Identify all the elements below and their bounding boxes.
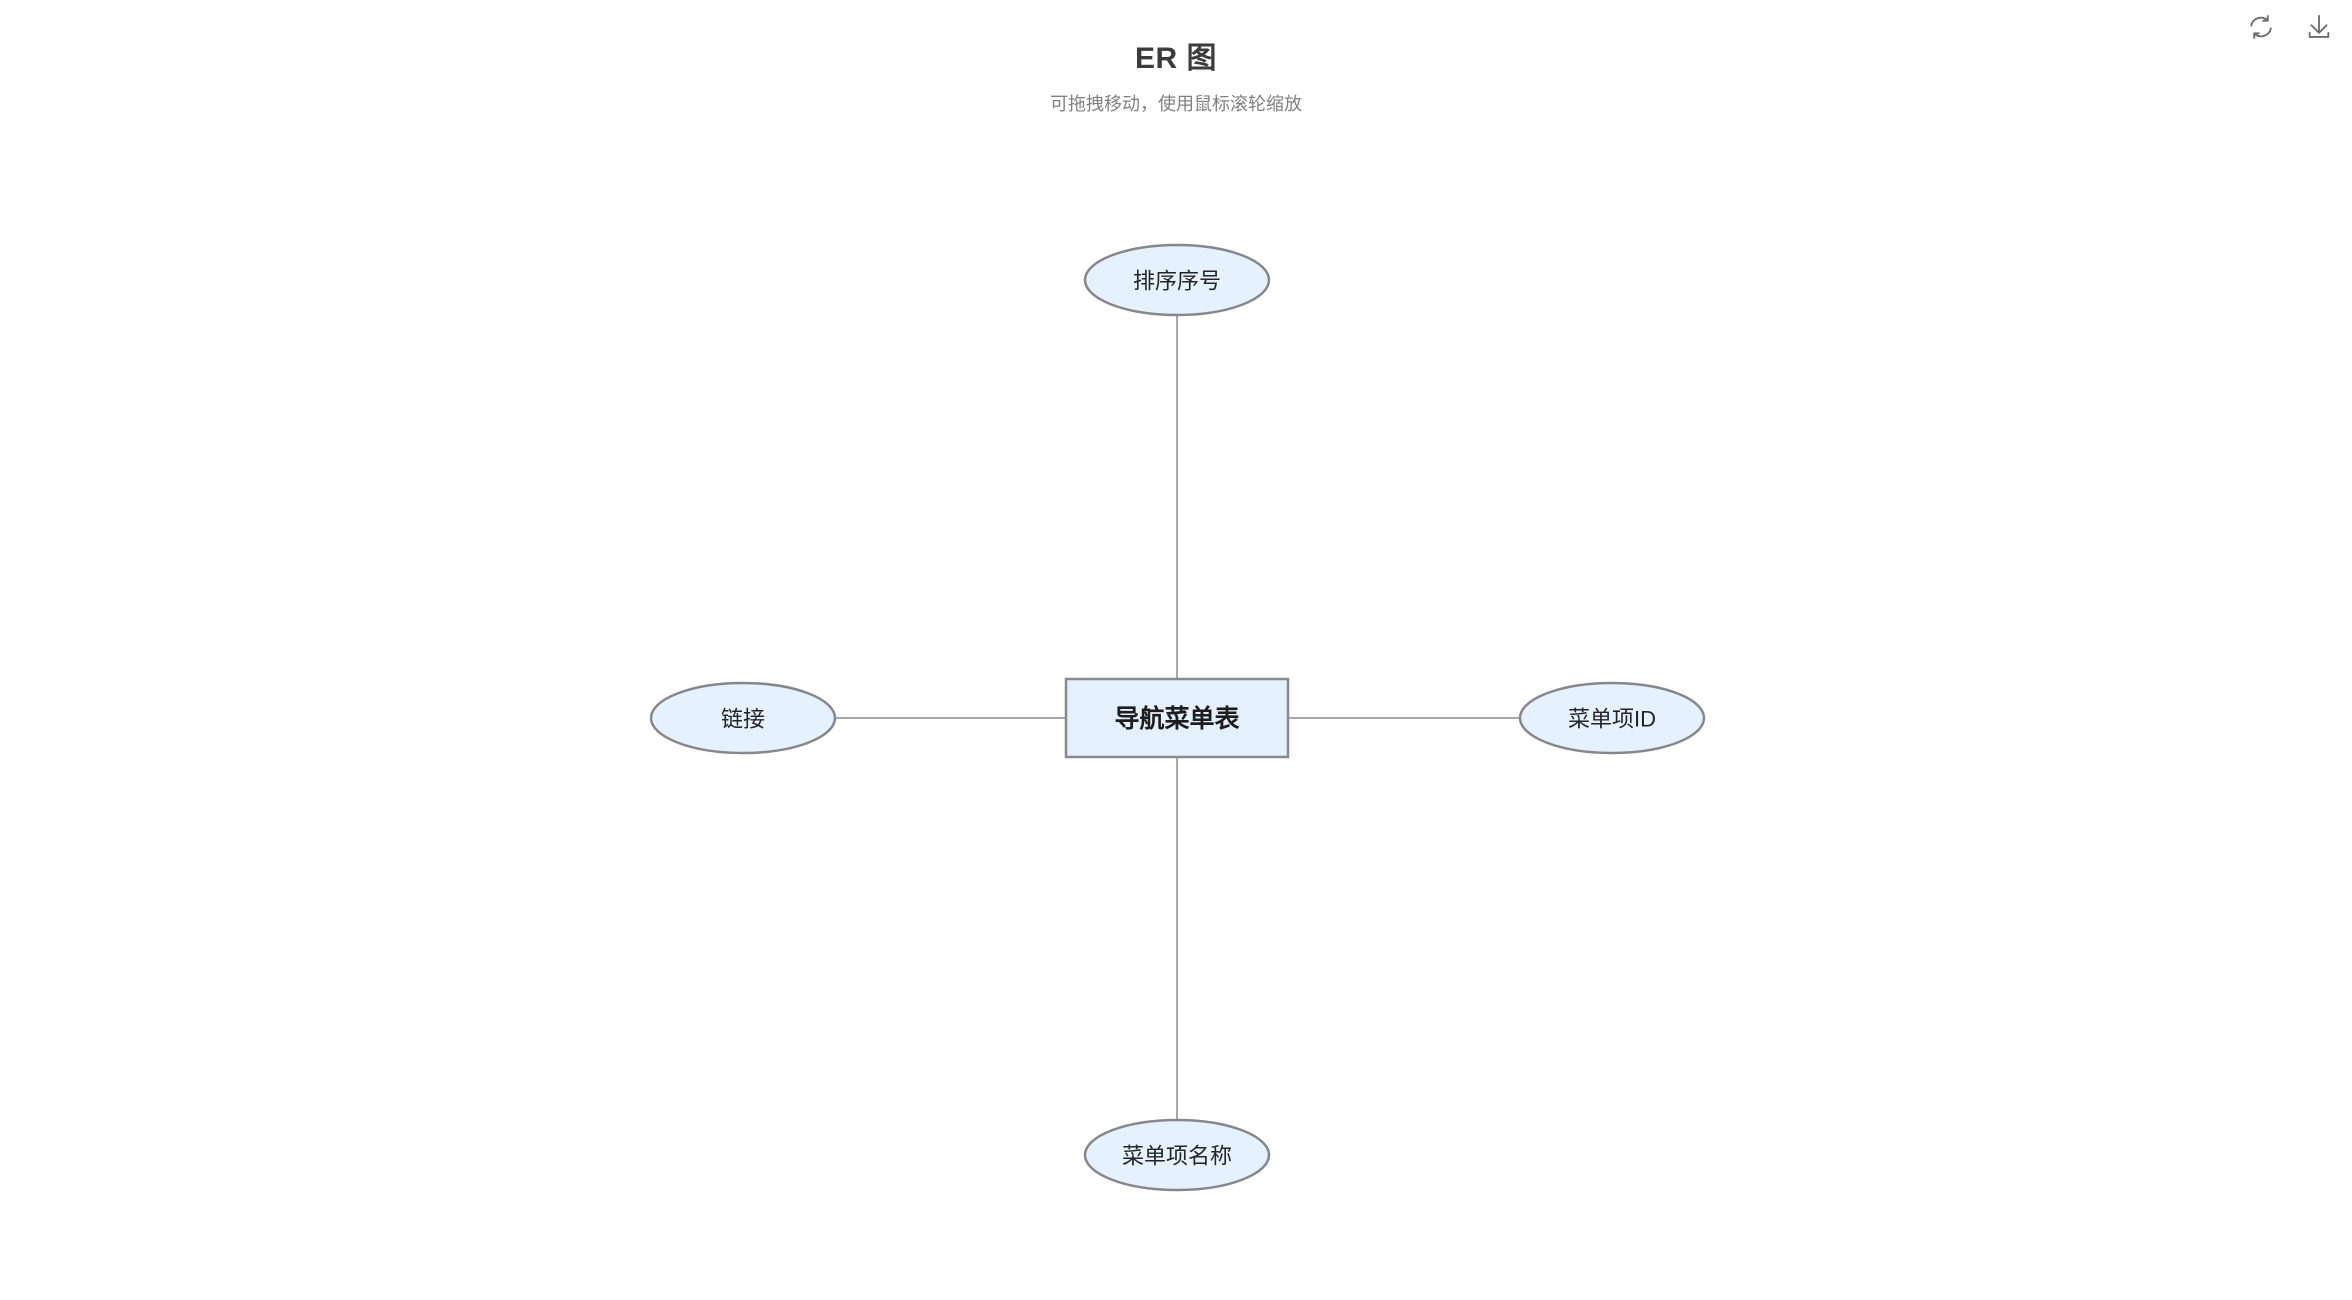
download-icon	[2305, 13, 2333, 41]
er-attribute-menu-item-id[interactable]: 菜单项ID	[1518, 681, 1706, 755]
attribute-ellipse[interactable]	[1083, 1118, 1271, 1192]
er-attribute-menu-item-name[interactable]: 菜单项名称	[1083, 1118, 1271, 1192]
er-attribute-sort-order[interactable]: 排序序号	[1083, 243, 1271, 317]
attribute-label: 菜单项名称	[1122, 1144, 1232, 1169]
er-attribute-link[interactable]: 链接	[649, 681, 837, 755]
attribute-label: 菜单项ID	[1568, 707, 1656, 732]
refresh-icon	[2247, 13, 2275, 41]
attribute-ellipse[interactable]	[649, 681, 837, 755]
attribute-ellipse[interactable]	[1083, 243, 1271, 317]
er-entity-nav-menu-table[interactable]: 导航菜单表	[1064, 677, 1290, 759]
entity-rectangle[interactable]	[1064, 677, 1290, 759]
attribute-label: 排序序号	[1133, 269, 1221, 294]
attribute-ellipse[interactable]	[1518, 681, 1706, 755]
refresh-button[interactable]	[2246, 12, 2276, 42]
edge-group	[835, 315, 1520, 1120]
download-button[interactable]	[2304, 12, 2334, 42]
entity-label: 导航菜单表	[1114, 704, 1240, 733]
attribute-label: 链接	[721, 707, 765, 732]
diagram-toolbar	[2246, 12, 2334, 42]
